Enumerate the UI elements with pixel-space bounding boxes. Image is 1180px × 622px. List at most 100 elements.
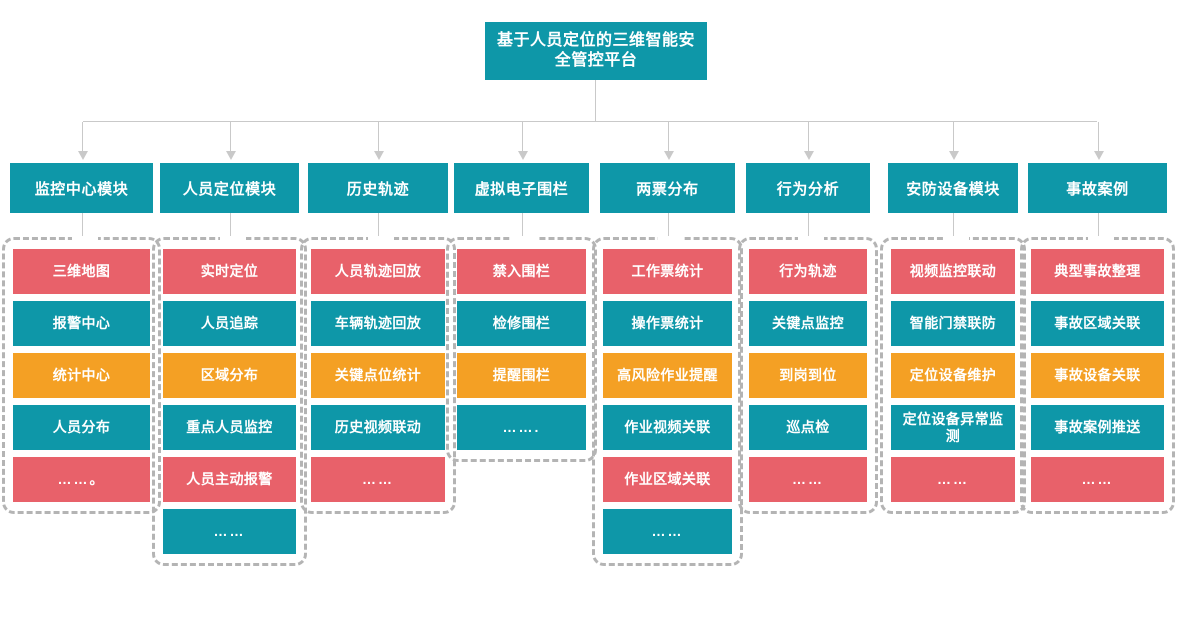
connector-module-to-group-8: [1097, 213, 1099, 237]
module-item[interactable]: 定位设备维护: [891, 353, 1015, 398]
group-top-notch-7: [943, 236, 969, 244]
module-item[interactable]: 巡点检: [749, 405, 867, 450]
module-item-more[interactable]: ……: [1031, 457, 1164, 502]
column-8: 事故案例典型事故整理事故区域关联事故设备关联事故案例推送 ……: [1020, 163, 1175, 514]
group-top-notch-4: [511, 236, 538, 244]
module-item[interactable]: 到岗到位: [749, 353, 867, 398]
module-item-more[interactable]: ……。: [13, 457, 150, 502]
module-item-list-5: 工作票统计操作票统计高风险作业提醒作业视频关联作业区域关联 ……: [603, 249, 732, 554]
module-header-2[interactable]: 人员定位模块: [160, 163, 299, 213]
group-top-notch-5: [657, 236, 684, 244]
module-header-4[interactable]: 虚拟电子围栏: [454, 163, 589, 213]
module-item-list-2: 实时定位人员追踪区域分布重点人员监控人员主动报警 ……: [163, 249, 296, 554]
module-item-list-8: 典型事故整理事故区域关联事故设备关联事故案例推送 ……: [1031, 249, 1164, 502]
connector-root-vertical: [595, 80, 596, 122]
module-header-1[interactable]: 监控中心模块: [10, 163, 153, 213]
module-item-more[interactable]: ……: [311, 457, 445, 502]
connector-module-to-group-6: [808, 213, 809, 237]
module-item-more[interactable]: ……: [891, 457, 1015, 502]
module-item[interactable]: 报警中心: [13, 301, 150, 346]
module-header-6[interactable]: 行为分析: [746, 163, 870, 213]
module-group-1: 三维地图报警中心统计中心人员分布 ……。: [2, 236, 161, 514]
module-item-more[interactable]: …….: [457, 405, 586, 450]
module-item[interactable]: 智能门禁联防: [891, 301, 1015, 346]
connector-drop-1: [81, 122, 83, 152]
connector-module-to-group-2: [229, 213, 231, 237]
module-item[interactable]: 实时定位: [163, 249, 296, 294]
module-item-more[interactable]: ……: [163, 509, 296, 554]
module-item[interactable]: 工作票统计: [603, 249, 732, 294]
column-4: 虚拟电子围栏禁入围栏检修围栏提醒围栏 …….: [446, 163, 597, 462]
connector-arrow-8: [1093, 151, 1104, 160]
connector-drop-2: [229, 122, 231, 152]
connector-drop-8: [1097, 122, 1099, 152]
connector-drop-3: [378, 122, 379, 152]
module-item[interactable]: 人员轨迹回放: [311, 249, 445, 294]
group-top-notch-2: [219, 236, 246, 244]
connector-drop-4: [521, 122, 523, 152]
module-item[interactable]: 提醒围栏: [457, 353, 586, 398]
group-top-notch-3: [368, 236, 394, 244]
connector-module-to-group-1: [81, 213, 83, 237]
module-item[interactable]: 行为轨迹: [749, 249, 867, 294]
module-item[interactable]: 检修围栏: [457, 301, 586, 346]
module-item-more[interactable]: ……: [603, 509, 732, 554]
column-3: 历史轨迹人员轨迹回放车辆轨迹回放关键点位统计历史视频联动 ……: [300, 163, 456, 514]
module-item[interactable]: 人员追踪: [163, 301, 296, 346]
module-item[interactable]: 事故案例推送: [1031, 405, 1164, 450]
module-item[interactable]: 关键点位统计: [311, 353, 445, 398]
module-item[interactable]: 事故设备关联: [1031, 353, 1164, 398]
module-item-list-4: 禁入围栏检修围栏提醒围栏 …….: [457, 249, 586, 450]
module-item[interactable]: 高风险作业提醒: [603, 353, 732, 398]
module-item[interactable]: 作业区域关联: [603, 457, 732, 502]
module-item[interactable]: 关键点监控: [749, 301, 867, 346]
module-item[interactable]: 重点人员监控: [163, 405, 296, 450]
module-group-4: 禁入围栏检修围栏提醒围栏 …….: [446, 236, 597, 462]
group-top-notch-1: [71, 236, 98, 244]
module-item[interactable]: 车辆轨迹回放: [311, 301, 445, 346]
connector-arrow-5: [663, 151, 674, 160]
module-header-3[interactable]: 历史轨迹: [308, 163, 448, 213]
module-group-7: 视频监控联动智能门禁联防定位设备维护定位设备异常监测 ……: [880, 236, 1026, 514]
connector-arrow-6: [804, 151, 814, 160]
connector-module-to-group-4: [521, 213, 523, 237]
connector-module-to-group-3: [378, 213, 379, 237]
module-item[interactable]: 典型事故整理: [1031, 249, 1164, 294]
module-item-list-7: 视频监控联动智能门禁联防定位设备维护定位设备异常监测 ……: [891, 249, 1015, 502]
connector-arrow-3: [374, 151, 384, 160]
connector-arrow-7: [949, 151, 959, 160]
column-2: 人员定位模块实时定位人员追踪区域分布重点人员监控人员主动报警 ……: [152, 163, 307, 566]
module-item[interactable]: 统计中心: [13, 353, 150, 398]
module-group-8: 典型事故整理事故区域关联事故设备关联事故案例推送 ……: [1020, 236, 1175, 514]
module-item[interactable]: 视频监控联动: [891, 249, 1015, 294]
module-header-7[interactable]: 安防设备模块: [888, 163, 1018, 213]
module-item[interactable]: 三维地图: [13, 249, 150, 294]
module-item[interactable]: 禁入围栏: [457, 249, 586, 294]
module-item[interactable]: 事故区域关联: [1031, 301, 1164, 346]
connector-arrow-2: [225, 151, 236, 160]
connector-module-to-group-7: [953, 213, 954, 237]
connector-arrow-4: [517, 151, 528, 160]
group-top-notch-8: [1087, 236, 1114, 244]
module-item[interactable]: 人员主动报警: [163, 457, 296, 502]
connector-drop-5: [667, 122, 669, 152]
module-header-5[interactable]: 两票分布: [600, 163, 735, 213]
module-header-8[interactable]: 事故案例: [1028, 163, 1167, 213]
column-5: 两票分布工作票统计操作票统计高风险作业提醒作业视频关联作业区域关联 ……: [592, 163, 743, 566]
module-item-list-1: 三维地图报警中心统计中心人员分布 ……。: [13, 249, 150, 502]
root-title-box: 基于人员定位的三维智能安全管控平台: [485, 22, 707, 80]
module-item[interactable]: 操作票统计: [603, 301, 732, 346]
module-group-2: 实时定位人员追踪区域分布重点人员监控人员主动报警 ……: [152, 236, 307, 566]
connector-module-to-group-5: [667, 213, 669, 237]
module-item[interactable]: 人员分布: [13, 405, 150, 450]
module-item[interactable]: 作业视频关联: [603, 405, 732, 450]
module-group-6: 行为轨迹关键点监控到岗到位巡点检 ……: [738, 236, 878, 514]
column-1: 监控中心模块三维地图报警中心统计中心人员分布 ……。: [2, 163, 161, 514]
column-6: 行为分析行为轨迹关键点监控到岗到位巡点检 ……: [738, 163, 878, 514]
module-item[interactable]: 历史视频联动: [311, 405, 445, 450]
connector-horizontal-bus: [83, 121, 1097, 122]
module-item[interactable]: 区域分布: [163, 353, 296, 398]
module-item[interactable]: 定位设备异常监测: [891, 405, 1015, 450]
module-item-more[interactable]: ……: [749, 457, 867, 502]
